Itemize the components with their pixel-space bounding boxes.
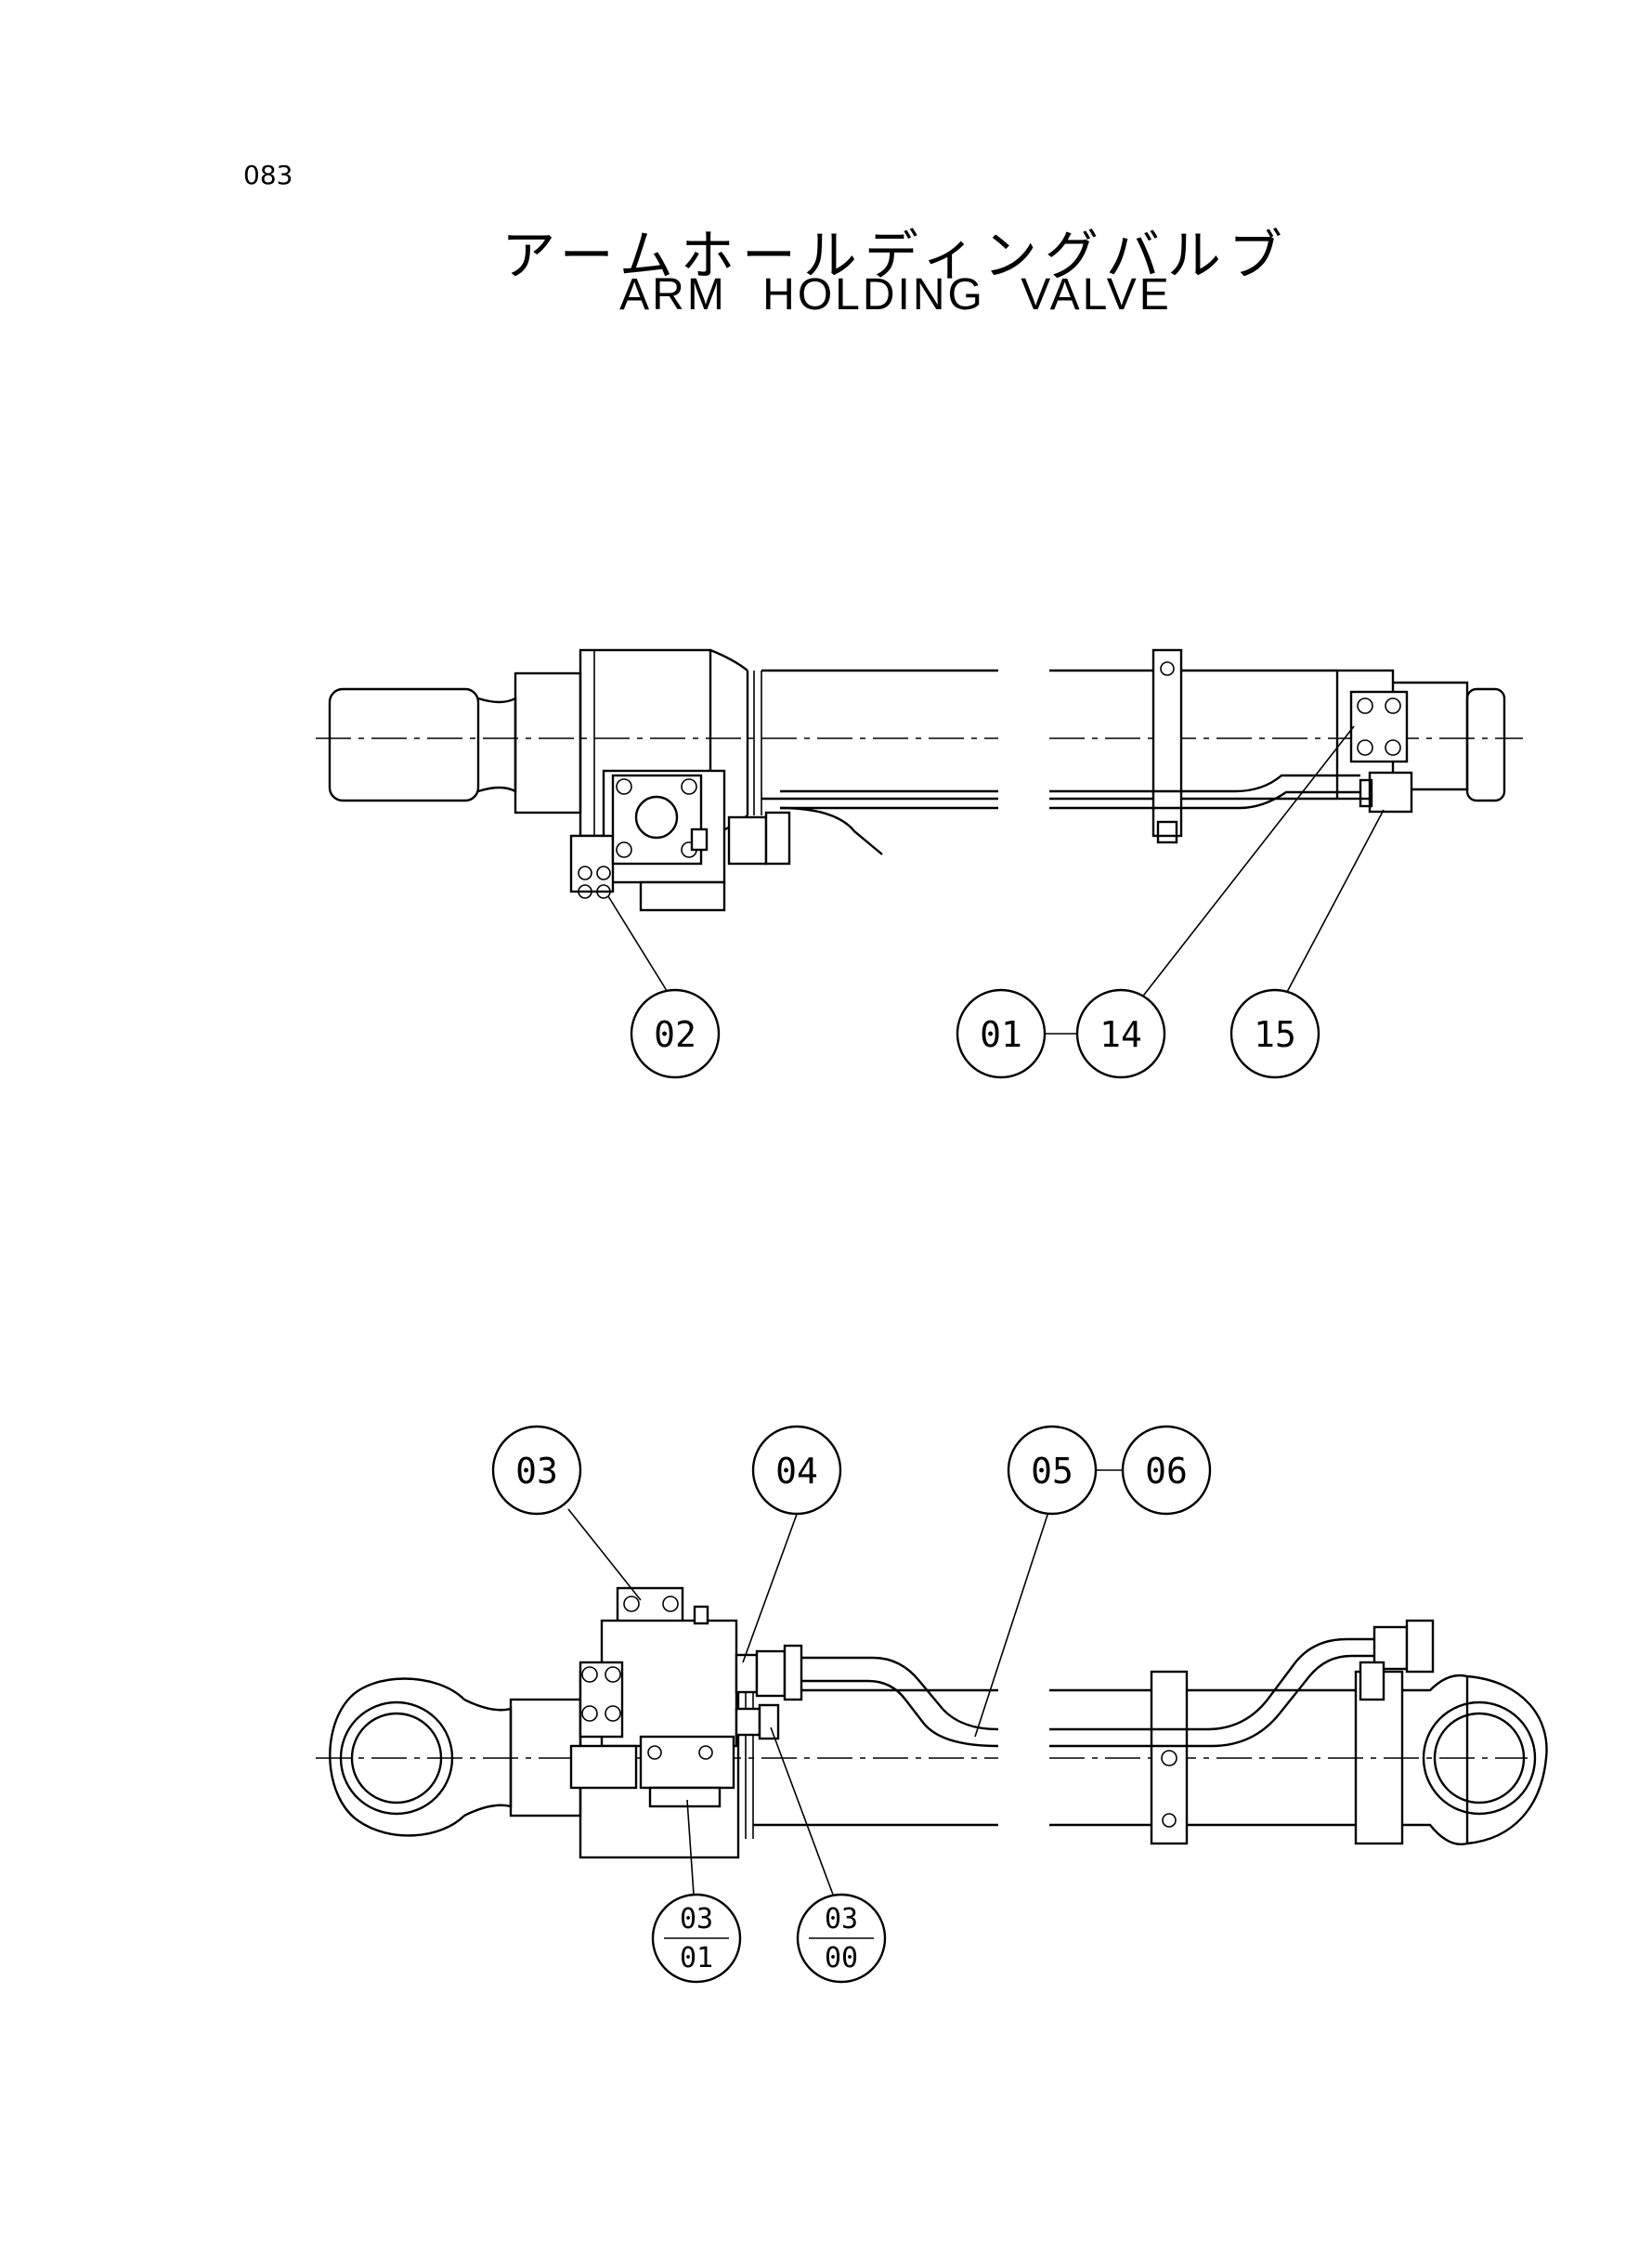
svg-text:15: 15: [1254, 1014, 1296, 1055]
callout-04: 04: [751, 1425, 842, 1516]
leader-02: [607, 895, 670, 995]
svg-text:01: 01: [680, 1942, 713, 1974]
leader-05: [974, 1508, 1050, 1738]
callout-fraction-03-01: 03 01: [651, 1893, 742, 1984]
svg-text:03: 03: [515, 1451, 558, 1492]
svg-text:03: 03: [680, 1903, 713, 1935]
callout-06: 06: [1121, 1425, 1212, 1516]
top-cylinder-view: [316, 648, 1523, 855]
bottom-pipe-clamp: [1150, 1670, 1189, 1845]
top-rod-gland: [514, 671, 582, 814]
bottom-cylinder-view: [316, 1619, 1548, 1859]
svg-text:01: 01: [980, 1014, 1022, 1055]
bottom-holding-valve-03: [569, 1586, 803, 1808]
leader-14: [1137, 725, 1355, 1004]
svg-text:00: 00: [825, 1942, 858, 1974]
leader-15: [1285, 809, 1385, 995]
leader-03-00: [770, 1726, 834, 1896]
svg-text:04: 04: [775, 1451, 818, 1492]
top-pipe-clamp: [1151, 648, 1183, 838]
svg-text:06: 06: [1145, 1451, 1188, 1492]
callout-fraction-03-00: 03 00: [796, 1893, 887, 1984]
callout-15: 15: [1229, 988, 1320, 1079]
pipe-05: [799, 1656, 999, 1748]
top-pipe: [780, 789, 998, 810]
top-rod-eye: [328, 687, 480, 802]
callout-02: 02: [630, 988, 721, 1079]
top-flange-14: [1349, 690, 1409, 763]
svg-text:05: 05: [1031, 1451, 1073, 1492]
leader-03: [567, 1508, 642, 1601]
top-fitting-15: [1368, 771, 1413, 814]
svg-text:02: 02: [654, 1014, 696, 1055]
title-english: ARM HOLDING VALVE: [619, 270, 1172, 319]
callout-05: 05: [1007, 1425, 1098, 1516]
top-rod-neck: [477, 697, 517, 793]
title-japanese: アームホールディングバルブ: [501, 224, 1290, 287]
page-number: 083: [243, 160, 293, 190]
leader-03-01: [686, 1799, 695, 1896]
svg-text:03: 03: [825, 1903, 858, 1935]
svg-text:14: 14: [1099, 1014, 1142, 1055]
leader-04: [742, 1508, 800, 1663]
callout-14: 14: [1075, 988, 1166, 1079]
callout-01: 01: [956, 988, 1047, 1079]
top-holding-valve-02: [569, 769, 791, 912]
callout-03: 03: [491, 1425, 582, 1516]
